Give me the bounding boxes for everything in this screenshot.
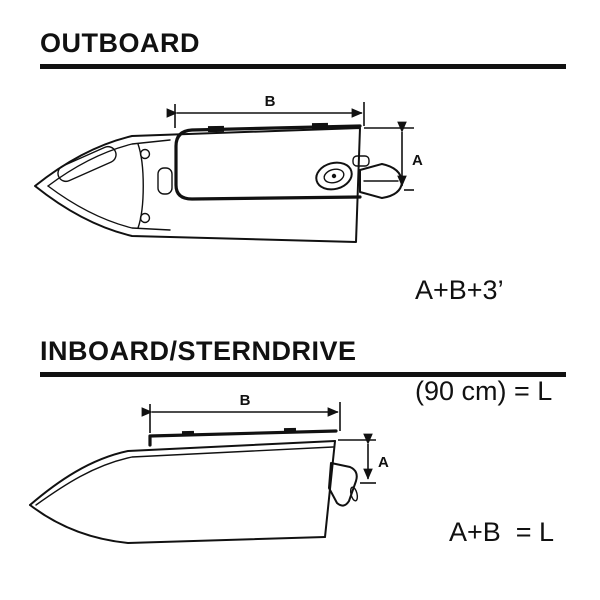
motor-hub [331,173,337,179]
sterndrive-body [328,462,358,507]
outboard-dim-a-label: A [412,152,423,169]
inboard-boat-diagram: B A [29,392,389,544]
sterndrive-unit [328,462,359,507]
inboard-dim-b: B [141,392,341,433]
inboard-dim-a: A [338,433,389,484]
boat-topview [34,122,403,243]
console [157,167,173,195]
outboard-dim-b: B [166,93,365,128]
deck-hardware-right [283,427,297,434]
inboard-dim-a-label: A [378,454,389,471]
deck-hardware-left [207,125,225,133]
outboard-title-rule [40,64,566,69]
boat-sideview [29,427,359,544]
outboard-boat-diagram: B A [34,93,423,243]
gunwale-inner-upper [47,139,171,187]
foredeck-hatch [57,145,117,183]
motor-well-inner [323,168,345,184]
bulkhead-line [137,143,144,229]
cleat-top [139,148,151,160]
motor-bracket [352,155,370,167]
inboard-title-rule [40,372,566,377]
outboard-formula: A+B+3’ (90 cm) = L [415,206,552,476]
cover-line [148,429,338,447]
inboard-dim-b-label: B [240,392,251,409]
outboard-dim-b-label: B [265,93,276,110]
propeller [349,486,359,502]
outboard-formula-line1: A+B+3’ [415,274,504,305]
cockpit-outline [174,124,362,201]
deck-hardware-left [181,430,195,437]
outboard-dim-a: A [364,121,423,191]
outboard-section-title: OUTBOARD [40,28,200,58]
inboard-formula: A+B = L [449,517,555,547]
cleat-bottom [139,212,151,224]
gunwale-inner-lower [47,185,171,231]
motor-well-outer [315,161,353,191]
sheer-line [29,440,336,506]
keel-line [29,504,326,544]
deck-hardware-right [311,122,329,130]
inboard-section-title: INBOARD/STERNDRIVE [40,336,357,366]
rub-rail-line [35,446,334,506]
hull-outline [34,127,361,243]
outboard-formula-line2: (90 cm) = L [415,375,553,406]
